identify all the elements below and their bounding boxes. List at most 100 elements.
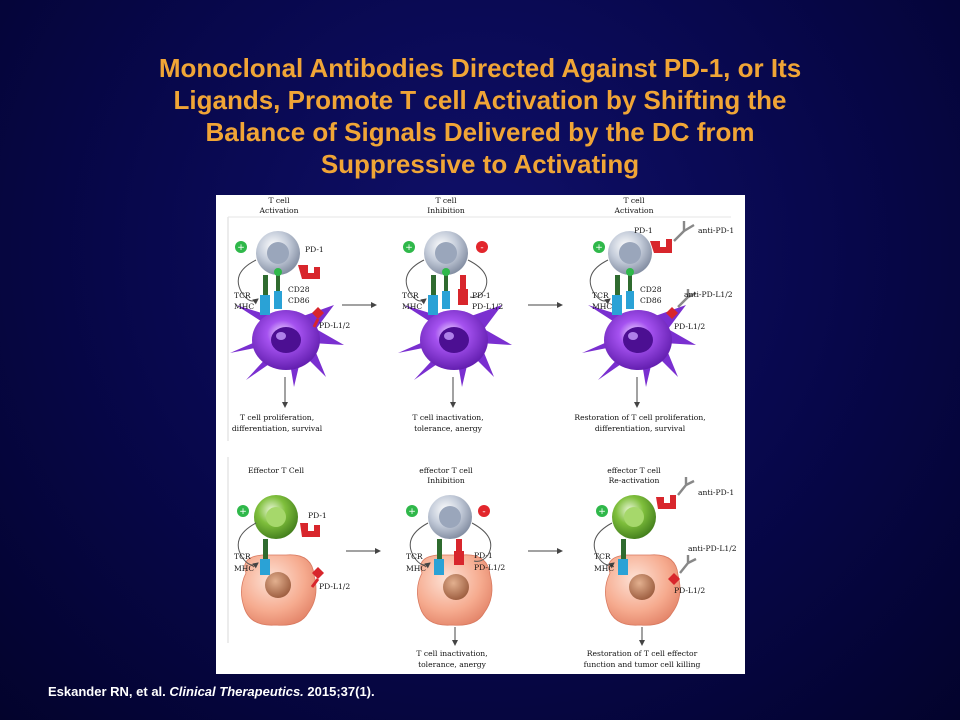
svg-text:+: + [239, 507, 247, 517]
label-pd1: PD-1 [634, 226, 653, 235]
svg-text:-: - [482, 507, 485, 517]
cd28-receptor [276, 275, 280, 293]
label-pdl1: PD-L1/2 [472, 302, 503, 311]
pd1-receptor-icon [298, 265, 320, 279]
slide-title: Monoclonal Antibodies Directed Against P… [40, 52, 920, 180]
svg-text:+: + [237, 243, 245, 253]
label-tcr: TCR [234, 552, 251, 561]
panel-header: Inhibition [427, 476, 465, 485]
label-mhc: MHC [592, 302, 612, 311]
outcome-text: Restoration of T cell effector [587, 649, 698, 658]
panel-header: Activation [614, 206, 654, 215]
pdl1-ligand-icon [312, 567, 324, 579]
panel-header: Activation [259, 206, 299, 215]
tumor-cell-icon [605, 554, 681, 626]
label-pdl1: PD-L1/2 [674, 586, 705, 595]
label-mhc: MHC [594, 564, 614, 573]
positive-sign-icon [237, 505, 249, 517]
citation-details: 2015;37(1). [307, 684, 375, 699]
t-cell-icon [608, 231, 652, 275]
svg-text:+: + [408, 507, 416, 517]
pdl1-ligand-icon [666, 307, 678, 319]
title-line: Ligands, Promote T cell Activation by Sh… [173, 85, 787, 115]
label-cd86: CD86 [288, 296, 310, 305]
outcome-text: T cell proliferation, [240, 413, 314, 422]
label-anti-pd1: anti-PD-1 [698, 226, 734, 235]
t-cell-icon [428, 495, 472, 539]
positive-sign-icon [235, 241, 247, 253]
positive-sign-icon [593, 241, 605, 253]
label-mhc: MHC [402, 302, 422, 311]
dendritic-cell-icon [582, 305, 696, 387]
mhc-molecule [428, 295, 438, 315]
label-pd1: PD-1 [474, 551, 493, 560]
outcome-text: T cell inactivation, [416, 649, 487, 658]
outcome-text: differentiation, survival [595, 424, 686, 433]
citation-journal: Clinical Therapeutics. [169, 684, 304, 699]
label-anti-pdl1: anti-PD-L1/2 [688, 544, 737, 553]
panel-top-activation: T cell Activation + PD-1 CD28 CD86 TCR M… [230, 196, 350, 433]
panel-header: T cell [268, 196, 290, 205]
pdl1-ligand-icon [454, 551, 464, 565]
outcome-text: differentiation, survival [232, 424, 323, 433]
panel-top-reactivation: T cell Activation + PD-1 anti-PD-1 CD28 [574, 196, 734, 433]
tcr-receptor [431, 275, 436, 297]
citation-authors: Eskander RN, et al. [48, 684, 166, 699]
label-tcr: TCR [406, 552, 423, 561]
label-cd86: CD86 [640, 296, 662, 305]
pd1-receptor-icon [656, 495, 676, 509]
panel-header: T cell [435, 196, 457, 205]
pd1-receptor-icon [650, 239, 672, 253]
t-cell-icon [256, 231, 300, 275]
anti-pdl1-antibody-icon [677, 289, 697, 308]
figure-canvas: T cell Activation + PD-1 CD28 CD86 TCR M… [227, 196, 737, 669]
anti-pd1-antibody-icon [673, 221, 695, 242]
dendritic-cell-icon [398, 305, 512, 387]
mhc-molecule [260, 559, 270, 575]
pdl1-ligand-icon [312, 307, 324, 319]
pd1-mechanism-figure: T cell Activation + PD-1 CD28 CD86 TCR M… [216, 195, 745, 674]
label-mhc: MHC [234, 302, 254, 311]
label-pd1: PD-1 [472, 291, 491, 300]
panel-bottom-effector: Effector T Cell + PD-1 TCR MHC PD-L1/2 [234, 466, 350, 626]
tcr-receptor [263, 275, 268, 297]
outcome-text: function and tumor cell killing [584, 660, 701, 669]
outcome-text: Restoration of T cell proliferation, [574, 413, 705, 422]
tcr-receptor [621, 539, 626, 561]
label-pdl1: PD-L1/2 [674, 322, 705, 331]
panel-header: T cell [623, 196, 645, 205]
tcr-receptor [437, 539, 442, 561]
anti-pdl1-antibody-icon [679, 555, 697, 574]
title-line: Suppressive to Activating [320, 149, 640, 179]
panel-header: Effector T Cell [248, 466, 305, 475]
dendritic-cell-icon [230, 305, 344, 387]
outcome-text: tolerance, anergy [414, 424, 483, 433]
label-tcr: TCR [592, 291, 609, 300]
effector-t-cell-icon [612, 495, 656, 539]
title-line: Monoclonal Antibodies Directed Against P… [158, 53, 802, 83]
label-tcr: TCR [234, 291, 251, 300]
cd86-ligand [274, 291, 282, 309]
mhc-molecule [618, 559, 628, 575]
pd1-receptor-icon [300, 523, 320, 537]
effector-t-cell-icon [254, 495, 298, 539]
outcome-text: T cell inactivation, [412, 413, 483, 422]
outcome-text: tolerance, anergy [418, 660, 487, 669]
pd1-receptor-icon [460, 275, 466, 291]
mhc-molecule [612, 295, 622, 315]
svg-text:-: - [480, 243, 483, 253]
label-pd1: PD-1 [305, 245, 324, 254]
negative-sign-icon [476, 241, 488, 253]
label-pd1: PD-1 [308, 511, 327, 520]
label-mhc: MHC [406, 564, 426, 573]
label-mhc: MHC [234, 564, 254, 573]
mhc-molecule [434, 559, 444, 575]
svg-text:+: + [598, 507, 606, 517]
pdl1-ligand-icon [458, 289, 468, 305]
tcr-receptor [615, 275, 620, 297]
citation: Eskander RN, et al. Clinical Therapeutic… [48, 684, 375, 699]
label-tcr: TCR [594, 552, 611, 561]
label-tcr: TCR [402, 291, 419, 300]
positive-sign-icon [403, 241, 415, 253]
label-pdl1: PD-L1/2 [319, 321, 350, 330]
